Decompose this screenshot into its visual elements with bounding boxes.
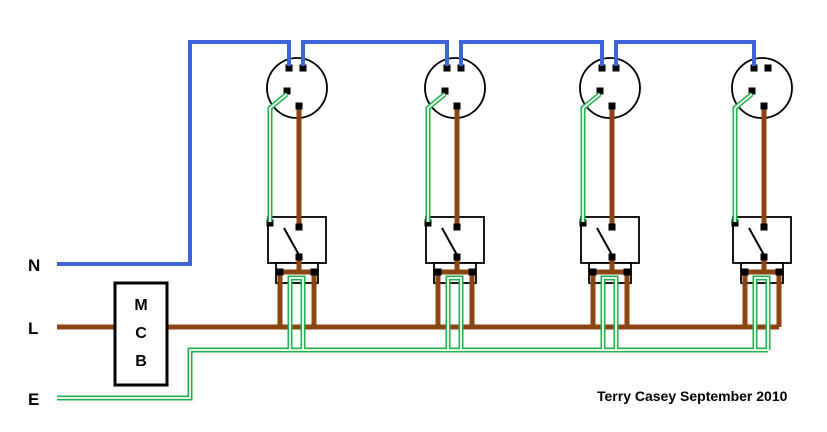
credit-text: Terry Casey September 2010	[597, 388, 788, 404]
mcb-letter-c: C	[135, 325, 147, 342]
neutral-link-wire-2	[459, 40, 604, 66]
label-live: L	[28, 319, 38, 338]
mcb-letter-m: M	[134, 297, 147, 314]
station-2	[425, 58, 486, 327]
neutral-link-wire-3	[614, 40, 756, 66]
label-neutral: N	[28, 256, 40, 275]
station-3	[580, 58, 641, 327]
stations	[267, 58, 793, 327]
neutral-wires	[57, 40, 756, 266]
neutral-feed-wire	[57, 40, 291, 266]
mcb-letter-b: B	[135, 353, 147, 370]
station-1	[267, 58, 328, 327]
mcb-box	[113, 281, 169, 387]
neutral-link-wire-1	[301, 40, 449, 66]
mcb: M C B	[113, 281, 169, 387]
station-4	[732, 58, 793, 327]
label-earth: E	[28, 390, 39, 409]
